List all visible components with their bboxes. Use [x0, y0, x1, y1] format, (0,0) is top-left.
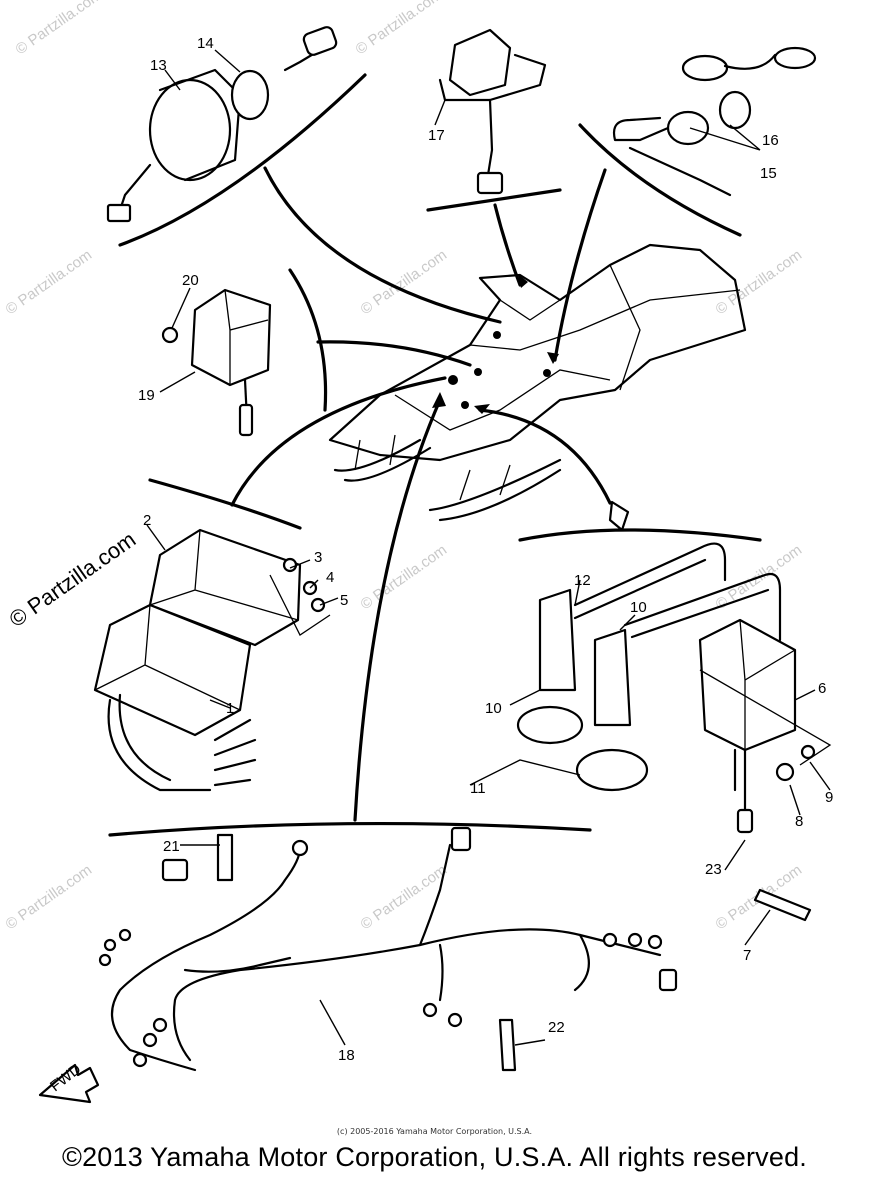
callout-bracket-1	[148, 478, 302, 530]
watermark-text: © Partzilla.com	[358, 541, 451, 613]
main-switch-part	[612, 46, 817, 197]
part-number-10: 10	[485, 700, 502, 717]
arrow-head	[474, 404, 490, 414]
part-number-20: 20	[182, 272, 199, 289]
part-number-7: 7	[743, 947, 751, 964]
callout-bracket-19	[288, 268, 328, 412]
part-number-18: 18	[338, 1047, 355, 1064]
part-number-8: 8	[795, 813, 803, 830]
part-number-16: 16	[762, 132, 779, 149]
callout-line-13	[263, 166, 502, 324]
part-number-11: 11	[470, 780, 486, 797]
relay-switch-part	[438, 28, 547, 195]
watermark-text: © Partzilla.com	[358, 246, 451, 318]
callout-line-15	[553, 168, 607, 362]
part-number-17: 17	[428, 127, 445, 144]
callout-line-12	[478, 408, 612, 505]
ignition-switch-part	[106, 26, 338, 223]
part-number-2: 2	[143, 512, 151, 529]
part-number-labels: 13 14 17 16 15 20 19 2 3 4 5 1 12 10 10 …	[138, 35, 833, 1064]
part-number-3: 3	[314, 549, 322, 566]
part-number-22: 22	[548, 1019, 565, 1036]
ignition-coil-part	[516, 500, 832, 922]
callout-lines	[108, 73, 762, 837]
leader-lines	[146, 49, 831, 1046]
watermark-text: © Partzilla.com	[353, 0, 446, 58]
arrow-head	[547, 352, 559, 364]
watermark-text: © Partzilla.com	[358, 861, 451, 933]
part-number-1: 1	[226, 700, 234, 717]
watermark-text: © Partzilla.com	[3, 861, 96, 933]
part-number-12: 12	[574, 572, 591, 589]
snowmobile-illustration	[328, 243, 747, 522]
partzilla-watermark: © Partzilla.com	[5, 527, 141, 633]
part-number-21: 21	[163, 838, 180, 855]
part-number-10: 10	[630, 599, 647, 616]
small-copyright: (c) 2005-2016 Yamaha Motor Corporation, …	[336, 1127, 533, 1136]
cdi-unit-part	[93, 528, 331, 792]
part-number-14: 14	[197, 35, 214, 52]
callout-bracket-15	[578, 123, 742, 237]
callout-bracket-17	[426, 188, 562, 212]
part-number-13: 13	[150, 57, 167, 74]
callout-bracket-13	[118, 73, 367, 247]
watermark-text: © Partzilla.com	[713, 246, 806, 318]
part-number-4: 4	[326, 569, 334, 586]
watermark-text: © Partzilla.com	[3, 246, 96, 318]
callout-line-18	[353, 398, 442, 822]
callout-line-1	[230, 376, 447, 507]
part-number-6: 6	[818, 680, 826, 697]
part-number-15: 15	[760, 165, 777, 182]
voltage-regulator-part	[161, 288, 272, 437]
wire-harness-part	[98, 826, 678, 1072]
callout-line-17	[493, 203, 522, 287]
copyright-footer: ©2013 Yamaha Motor Corporation, U.S.A. A…	[61, 1142, 808, 1172]
part-number-23: 23	[705, 861, 722, 878]
arrow-head	[518, 274, 528, 288]
fwd-arrow: FWD	[38, 1061, 100, 1104]
callout-bracket-18	[108, 821, 592, 837]
part-number-9: 9	[825, 789, 833, 806]
part-number-19: 19	[138, 387, 155, 404]
part-number-5: 5	[340, 592, 348, 609]
watermark-text: © Partzilla.com	[13, 0, 106, 58]
arrow-head	[432, 392, 446, 408]
callout-bracket-12	[518, 528, 762, 542]
callout-line-19	[316, 340, 472, 367]
